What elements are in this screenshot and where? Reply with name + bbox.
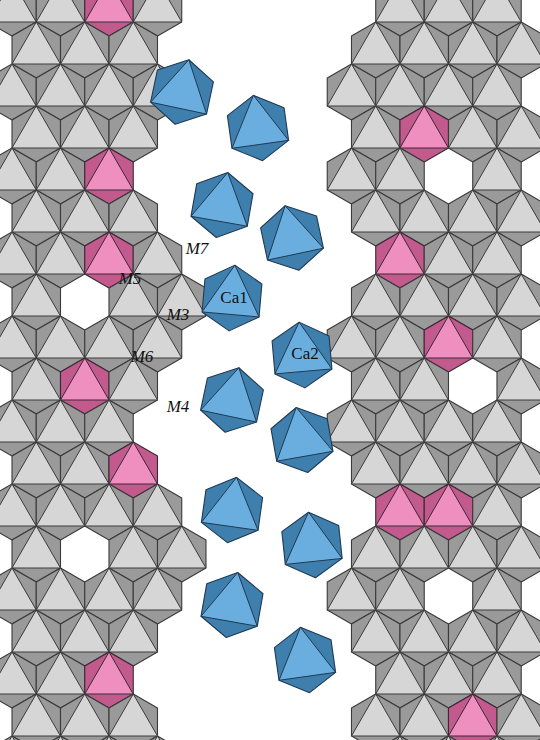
grey-octahedron xyxy=(60,694,108,740)
grey-octahedron xyxy=(376,736,424,740)
ca-polyhedron xyxy=(271,408,333,473)
site-label: M3 xyxy=(167,306,190,323)
ca-polyhedron xyxy=(202,265,262,331)
ca-polyhedron xyxy=(282,512,342,578)
ca-polyhedron xyxy=(201,573,263,638)
ca-polyhedron xyxy=(201,477,262,542)
pink-octahedron xyxy=(448,694,496,740)
ca-polyhedron xyxy=(151,60,214,125)
grey-octahedron xyxy=(36,736,84,740)
ca-polyhedron xyxy=(191,173,253,238)
grey-octahedron xyxy=(109,694,157,740)
grey-octahedron xyxy=(473,736,521,740)
site-label: M5 xyxy=(119,270,142,287)
ca-polyhedron xyxy=(227,95,288,160)
grey-octahedron xyxy=(424,736,472,740)
ca-polyhedron xyxy=(201,368,264,433)
ca-polyhedron xyxy=(274,627,335,692)
ca-polyhedron xyxy=(261,206,324,271)
site-label: M6 xyxy=(131,348,154,365)
site-label: Ca1 xyxy=(220,289,247,306)
ca-polyhedron xyxy=(272,322,332,388)
grey-octahedron xyxy=(85,736,133,740)
grey-octahedron xyxy=(497,694,540,740)
site-label: Ca2 xyxy=(291,345,318,362)
ca-polyhedra-chain xyxy=(151,60,343,693)
site-label: M7 xyxy=(186,240,209,257)
site-label: M4 xyxy=(167,398,190,415)
grey-octahedron xyxy=(0,736,36,740)
grey-octahedron xyxy=(133,736,181,740)
grey-octahedron xyxy=(400,694,448,740)
grey-octahedron xyxy=(12,694,60,740)
grey-octahedron xyxy=(351,694,399,740)
